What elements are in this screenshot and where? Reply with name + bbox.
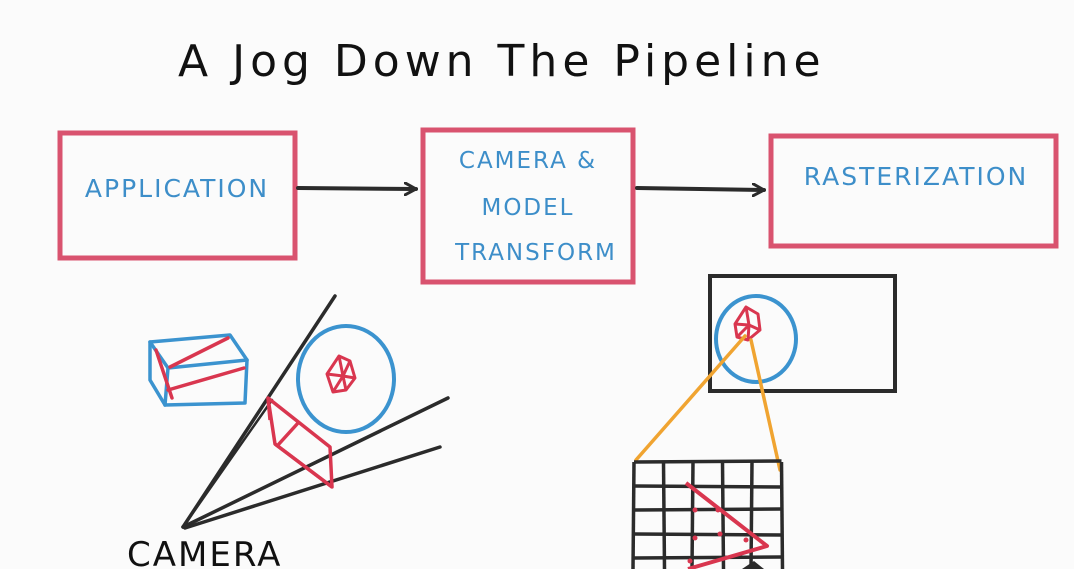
- stage-application: APPLICATION: [57, 130, 298, 261]
- page-title: A Jog Down The Pipeline: [178, 36, 826, 87]
- stage-label-rasterization: RASTERIZATION: [804, 162, 1028, 191]
- arrow-application-to-transform: [296, 188, 416, 189]
- camera-frustum-sketch: CAMERA: [127, 294, 450, 569]
- grid-column-line: [720, 461, 726, 569]
- grid-row-line: [633, 484, 782, 489]
- projection-line-right: [749, 338, 782, 472]
- stage-box-outline: [420, 127, 636, 285]
- sample-dot: [687, 558, 693, 564]
- stage-label-application: APPLICATION: [85, 174, 269, 203]
- triangle-icon: [684, 481, 769, 569]
- stage-label-transform: TRANSFORM: [454, 240, 617, 266]
- bounding-sphere-icon: [296, 324, 396, 434]
- projected-model-icon: [733, 305, 762, 342]
- arrow-transform-to-rasterization: [635, 188, 764, 190]
- stage-camera-model-transform: CAMERA & MODEL TRANSFORM: [420, 127, 636, 285]
- model-icon: [325, 354, 357, 394]
- grid-column-line: [779, 461, 785, 569]
- sample-dot: [692, 535, 698, 541]
- grid-row-line: [633, 459, 782, 464]
- sample-dot: [717, 531, 723, 537]
- stage-rasterization: RASTERIZATION: [768, 133, 1059, 249]
- stage-label-camera: CAMERA &: [459, 148, 597, 174]
- stage-label-model: MODEL: [481, 195, 574, 221]
- grid-column-line: [631, 461, 636, 569]
- grid-column-line: [749, 461, 754, 569]
- pixel-grid: [631, 459, 785, 569]
- stage-box-outline: [768, 133, 1059, 249]
- pen-cursor-icon: [742, 561, 764, 569]
- grid-column-line: [661, 461, 667, 569]
- sample-dot: [715, 507, 721, 513]
- frustum-box-icon: [266, 396, 334, 489]
- grid-row-line: [633, 555, 782, 560]
- projection-line-left: [634, 334, 747, 462]
- sample-dot: [743, 537, 749, 543]
- bounding-circle-icon: [714, 294, 798, 384]
- grid-column-line: [690, 461, 695, 569]
- grid-row-line: [633, 532, 782, 537]
- sample-dots: [687, 507, 749, 564]
- rasterization-sketch: [631, 274, 897, 569]
- culled-box-icon: [148, 333, 249, 407]
- stage-box-outline: [57, 130, 298, 261]
- screen-frame-icon: [708, 274, 897, 393]
- camera-label: CAMERA: [127, 535, 282, 569]
- sample-dot: [692, 507, 698, 513]
- grid-row-line: [633, 507, 782, 512]
